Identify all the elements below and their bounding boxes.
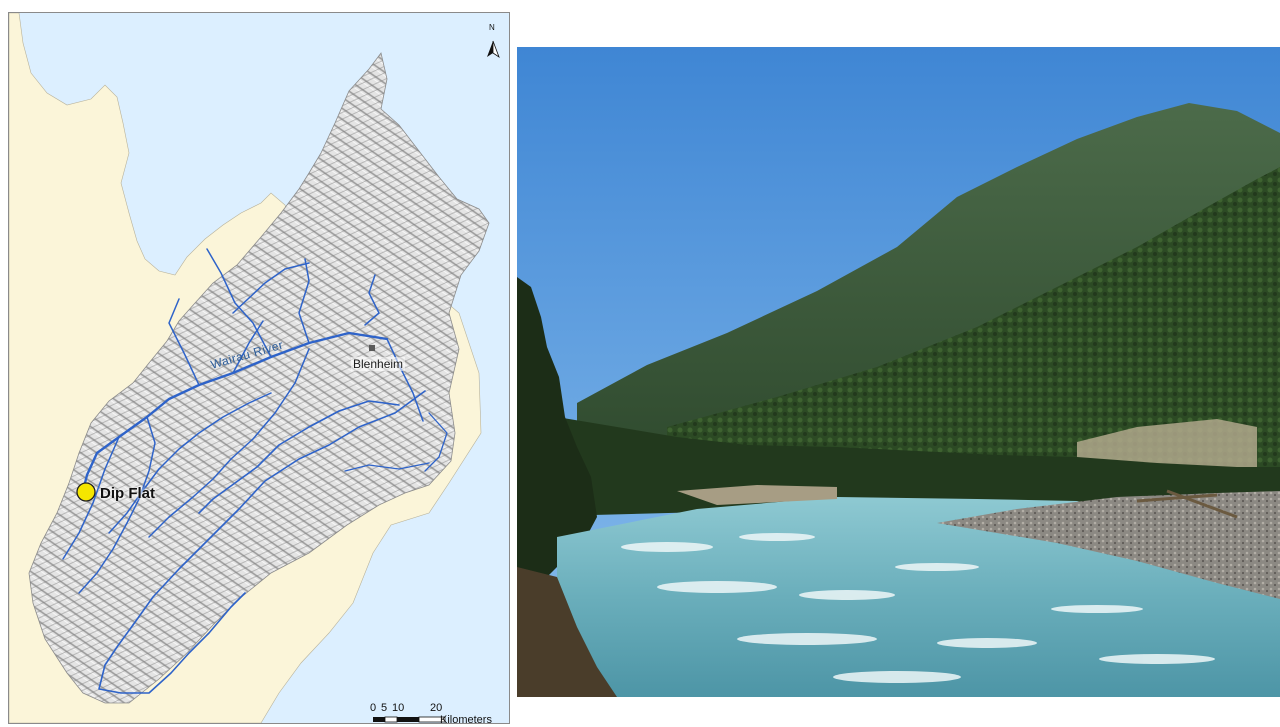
river-valley-photo: [517, 47, 1280, 697]
north-arrow-icon: [487, 40, 500, 59]
site-label: Dip Flat: [100, 485, 155, 502]
scale-tick-labels: 0 5 10 20: [370, 702, 460, 716]
far-bank: [677, 485, 837, 505]
north-label: N: [489, 23, 495, 32]
town-marker: [369, 345, 375, 351]
river-network: [62, 248, 448, 694]
photo-canvas: [517, 47, 1280, 697]
town-label: Blenheim: [351, 357, 406, 371]
scale-tick: 10: [392, 702, 405, 714]
foreground-trees: [517, 277, 597, 607]
map-canvas: [9, 13, 509, 723]
scale-tick: 0: [370, 702, 377, 714]
gravel-bar: [937, 491, 1280, 599]
scale-tick: 20: [430, 702, 443, 714]
scale-bar: [373, 716, 446, 723]
forested-slope: [667, 167, 1280, 507]
catchment-relief: [28, 52, 490, 704]
scale-unit: Kilometers: [440, 714, 492, 724]
location-map: Wairau River Blenheim Dip Flat N 0 5 10 …: [8, 12, 510, 724]
site-marker: [76, 482, 96, 502]
wairau-main-stem: [81, 331, 389, 493]
near-bank: [517, 567, 617, 697]
driftwood: [1136, 489, 1238, 519]
rapids: [621, 533, 1215, 683]
scale-tick: 5: [381, 702, 388, 714]
